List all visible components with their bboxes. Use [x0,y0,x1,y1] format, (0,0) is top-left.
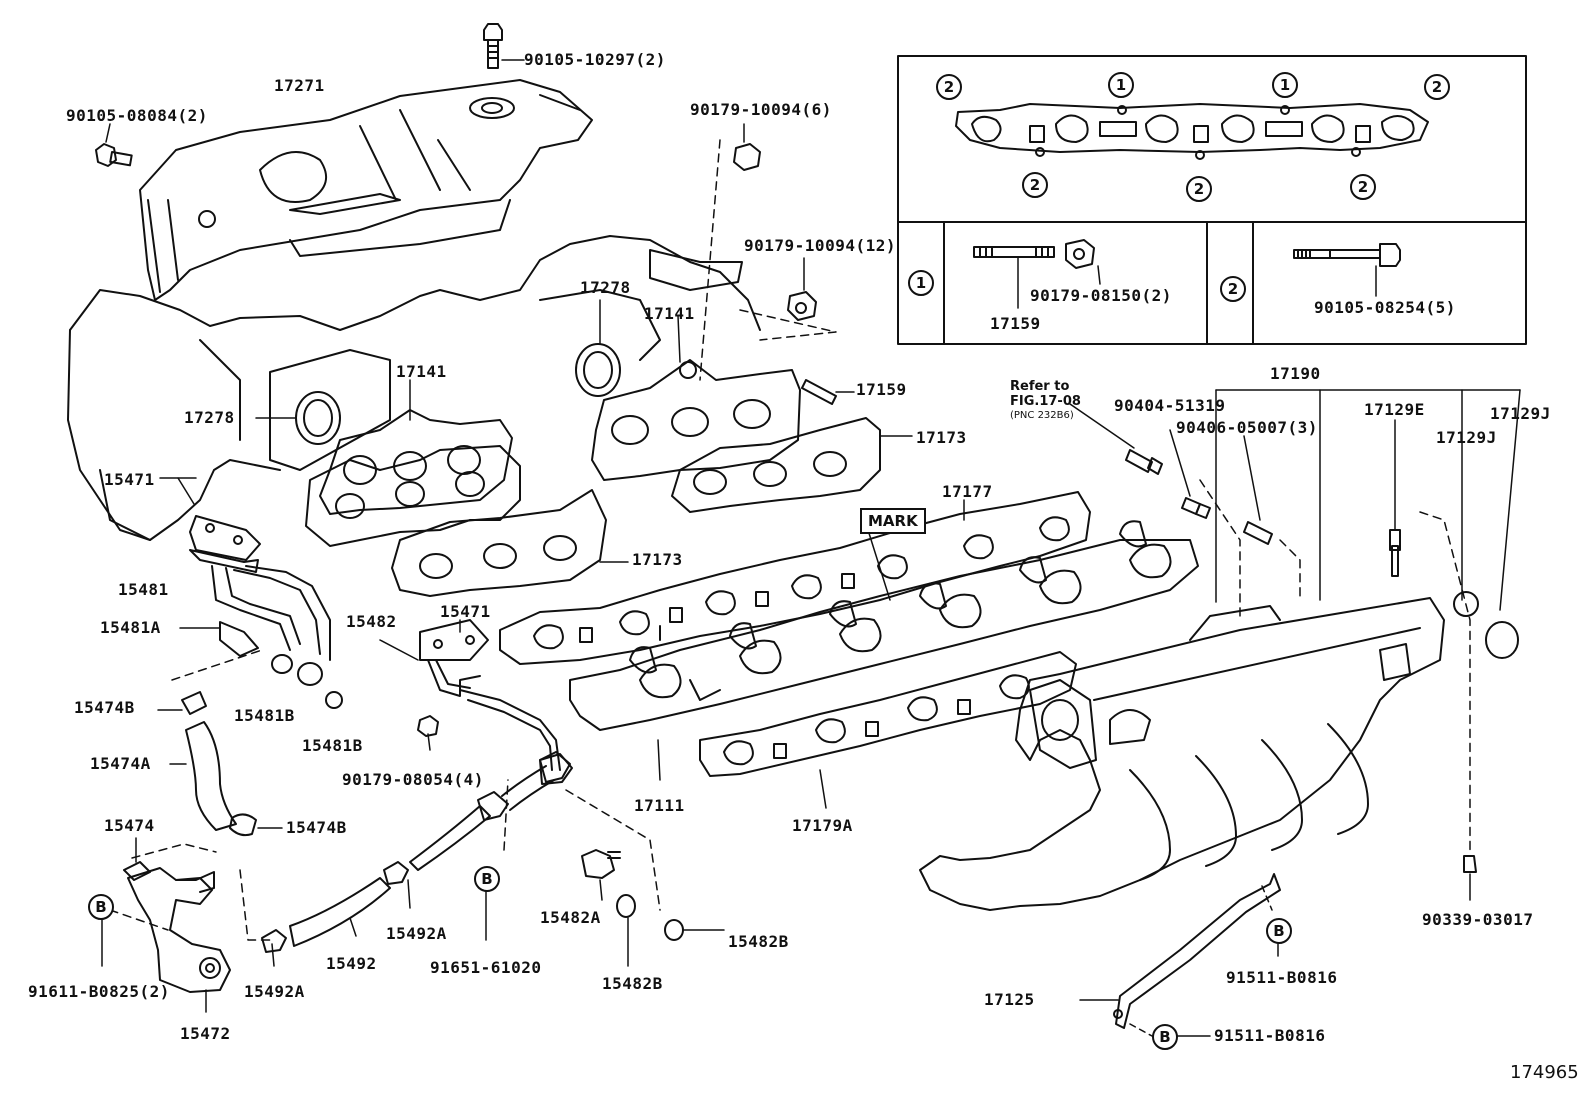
label-17278-right: 17278 [580,278,631,297]
label-17141-left: 17141 [396,362,447,381]
nut-90179-10094-12 [739,257,837,341]
label-17129J-bottom: 17129J [1436,428,1497,447]
figure-number: 174965 [1510,1062,1579,1083]
intake-plenum-17190 [919,389,1521,911]
gasket-17177 [499,491,1091,665]
marker-b-left: B [88,894,114,920]
inset-marker-2-a: 2 [936,74,962,100]
label-91511-B0816-lower: 91511-B0816 [1214,1026,1326,1045]
label-15474A: 15474A [90,754,151,773]
label-15482B-right: 15482B [728,932,789,951]
label-90105-08084: 90105-08084(2) [66,106,208,125]
label-15482A: 15482A [540,908,601,927]
label-15492: 15492 [326,954,377,973]
inset-marker-1-a: 1 [1108,72,1134,98]
refer-line-2: FIG.17-08 [1010,394,1081,409]
manifold-flange-17173-left [305,445,521,547]
label-90179-10094-6: 90179-10094(6) [690,100,832,119]
mark-box: MARK [860,508,926,534]
label-17173-mid: 17173 [632,550,683,569]
fittings-right [1069,403,1477,901]
label-15482: 15482 [346,612,397,631]
label-15474B-bottom: 15474B [286,818,347,837]
label-15471-right: 15471 [440,602,491,621]
gasket-17141-right [591,315,801,481]
label-17159: 17159 [856,380,907,399]
nut-90179-10094-6 [699,123,761,381]
egr-pipe-15482 [379,619,725,967]
label-15472: 15472 [180,1024,231,1043]
inset-label-17159: 17159 [990,314,1041,333]
label-15474: 15474 [104,816,155,835]
inset-label-90179-08150: 90179-08150(2) [1030,286,1172,305]
inset-label-90105-08254: 90105-08254(5) [1314,298,1456,317]
inset-box [897,55,1527,345]
inset-marker-1-b: 1 [1272,72,1298,98]
bolt-90105-08084 [95,123,133,167]
label-17125: 17125 [984,990,1035,1009]
marker-b-upper-right: B [1266,918,1292,944]
refer-line-3: (PNC 232B6) [1010,410,1074,421]
label-90404-51319: 90404-51319 [1114,396,1226,415]
manifold-flange-17173-right [671,417,913,513]
label-91611-B0825: 91611-B0825(2) [28,982,170,1001]
label-17179A: 17179A [792,816,853,835]
label-91511-B0816-upper: 91511-B0816 [1226,968,1338,987]
intake-manifold-17111 [569,520,1199,781]
refer-line-1: Refer to [1010,379,1070,394]
inset-marker-2-c: 2 [1022,172,1048,198]
label-90179-10094-12: 90179-10094(12) [744,236,896,255]
label-17111: 17111 [634,796,685,815]
inset-marker-2-d: 2 [1186,176,1212,202]
gasket-17278 [255,299,621,445]
label-90406-05007: 90406-05007(3) [1176,418,1318,437]
marker-b-lower-right: B [1152,1024,1178,1050]
engine-cover [139,79,593,301]
inset-marker-2-e: 2 [1350,174,1376,200]
label-17129E: 17129E [1364,400,1425,419]
label-17177: 17177 [942,482,993,501]
label-17278-left: 17278 [184,408,235,427]
marker-b-mid: B [474,866,500,892]
label-15474B-top: 15474B [74,698,135,717]
label-90339-03017: 90339-03017 [1422,910,1534,929]
label-15481: 15481 [118,580,169,599]
stay-17125 [1079,873,1281,1037]
inset-row-marker-2: 2 [1220,276,1246,302]
engine-block-outline [67,235,761,541]
label-15481A: 15481A [100,618,161,637]
label-17173-right: 17173 [916,428,967,447]
label-15492A-bottom: 15492A [244,982,305,1001]
label-17129J-top: 17129J [1490,404,1551,423]
inset-row-marker-1: 1 [908,270,934,296]
label-90179-08054: 90179-08054(4) [342,770,484,789]
inset-marker-2-b: 2 [1424,74,1450,100]
label-90105-10297: 90105-10297(2) [524,50,666,69]
label-15482B-bottom: 15482B [602,974,663,993]
label-15492A-top: 15492A [386,924,447,943]
gasket-17179A [699,651,1077,809]
label-15481B-a: 15481B [234,706,295,725]
label-91651-61020: 91651-61020 [430,958,542,977]
label-15481B-b: 15481B [302,736,363,755]
manifold-flange-17173-mid [391,489,629,597]
bolt-90105-10297 [483,23,525,69]
stud-17159 [801,379,855,405]
egr-pipe-system [101,477,571,1013]
label-15471-left: 15471 [104,470,155,489]
label-17190: 17190 [1270,364,1321,383]
label-17271: 17271 [274,76,325,95]
label-17141-right: 17141 [644,304,695,323]
